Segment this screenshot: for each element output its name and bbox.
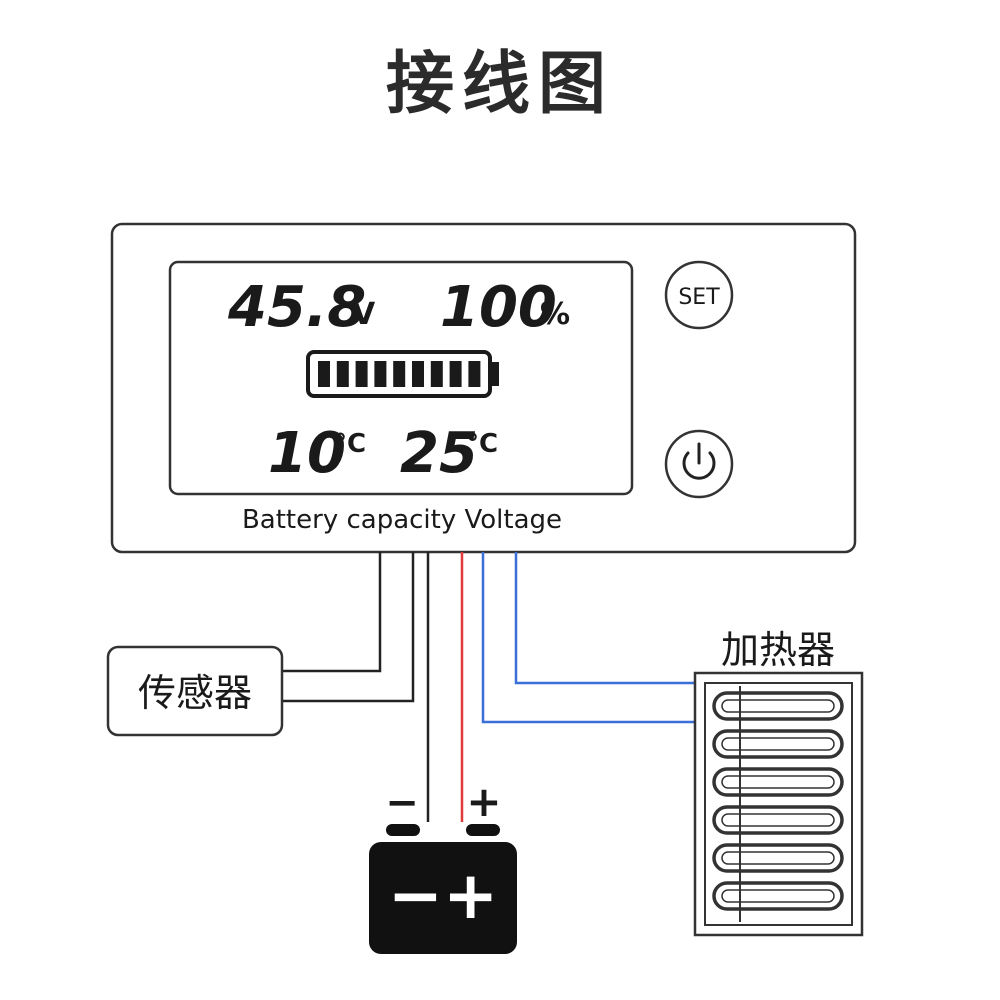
sensor-label: 传感器 [138, 671, 252, 715]
voltage-readout: 45.8 [227, 275, 366, 340]
page-title: 接线图 [385, 45, 614, 124]
battery-body [369, 842, 517, 954]
battery-plus-terminal-label: + [466, 777, 501, 826]
module-caption: Battery capacity Voltage [242, 505, 562, 535]
gauge-bar [355, 361, 368, 387]
battery: − + −+ [369, 777, 517, 954]
temp1-readout: 10 [268, 421, 346, 486]
wires [282, 552, 695, 822]
power-button[interactable] [664, 429, 734, 499]
gauge-bar [393, 361, 406, 387]
temp2-readout: 25 [400, 421, 478, 486]
display-module: 45.8 V 100 % 10 °C 25 °C Battery capacit… [110, 222, 857, 554]
battery-body-symbols: −+ [388, 857, 499, 934]
temp1-unit: °C [334, 429, 366, 459]
heater-coil-inner [721, 737, 835, 751]
gauge-nub [490, 362, 499, 386]
heater-wire-2 [514, 552, 695, 685]
heater-element [712, 686, 844, 922]
heater-coil-inner [721, 889, 835, 903]
gauge-bar [336, 361, 349, 387]
gauge-bar [430, 361, 443, 387]
heater: 加热器 [693, 628, 864, 937]
gauge-bars [318, 361, 481, 387]
voltage-unit: V [352, 297, 376, 332]
temp2-unit: °C [466, 429, 498, 459]
gauge-bar [449, 361, 462, 387]
battery-minus-terminal [386, 824, 420, 836]
set-button-label: SET [678, 285, 720, 310]
gauge-bar [318, 361, 330, 387]
heater-coil-inner [721, 775, 835, 789]
sensor-box: 传感器 [106, 645, 284, 737]
gauge-bar [374, 361, 387, 387]
heater-coil-inner [721, 851, 835, 865]
percent-readout: 100 [440, 275, 557, 340]
heater-coil [712, 729, 844, 759]
battery-plus-terminal [466, 824, 500, 836]
set-button-ring [664, 260, 734, 330]
gauge-bar [468, 361, 481, 387]
heater-wire-1 [481, 552, 695, 724]
percent-unit: % [540, 297, 570, 332]
sensor-outline [106, 645, 284, 737]
set-button[interactable]: SET [664, 260, 734, 330]
power-icon [682, 442, 716, 480]
heater-coil [712, 767, 844, 797]
heater-label: 加热器 [721, 628, 835, 672]
sensor-wire-2 [282, 552, 415, 703]
heater-coil-inner [721, 813, 835, 827]
battery-minus-terminal-label: − [385, 780, 419, 826]
gauge-bar [412, 361, 424, 387]
heater-coil [712, 805, 844, 835]
heater-coil-inner [721, 699, 835, 713]
heater-coil [712, 843, 844, 873]
heater-coil [712, 881, 844, 911]
heater-coil [712, 691, 844, 721]
sensor-wire-1 [282, 552, 382, 673]
battery-gauge [306, 350, 499, 398]
